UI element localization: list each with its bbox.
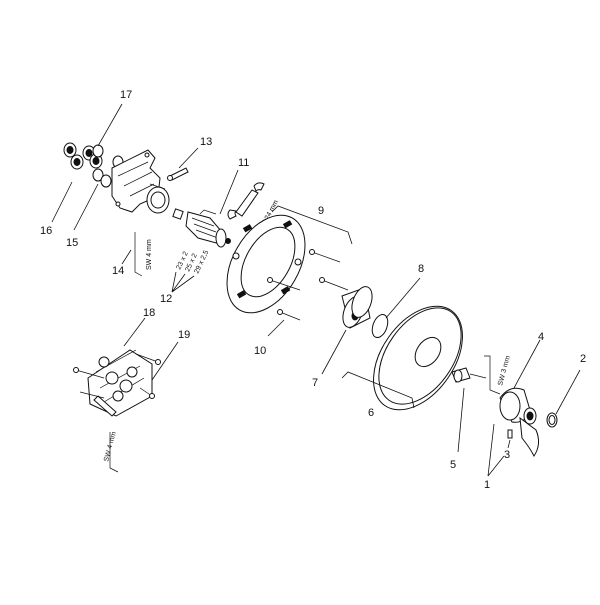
callout-10: 10	[254, 345, 266, 357]
callout-12: 12	[160, 293, 172, 305]
callout-14: 14	[112, 265, 124, 277]
callout-1: 1	[484, 479, 490, 491]
callout-18: 18	[143, 307, 155, 319]
callout-5: 5	[450, 459, 456, 471]
hex-key-14-label: SW 4 mm	[146, 239, 153, 270]
part-11-cartridge	[172, 208, 231, 248]
leader-10	[267, 319, 285, 337]
leader-18	[123, 317, 146, 347]
hex-key-sw3: SW 3 mm	[484, 355, 512, 395]
callout-9: 9	[318, 205, 324, 217]
part-6-cover-plate	[373, 305, 463, 411]
leader-3	[507, 439, 511, 449]
callout-8: 8	[418, 263, 424, 275]
callout-13: 13	[200, 136, 212, 148]
part-12-o-ring-sizes: 23 x 2 25 x 2 29 x 2,5	[171, 249, 210, 293]
leader-7	[321, 329, 347, 375]
part-2-cap	[546, 412, 558, 428]
callout-19: 19	[178, 329, 190, 341]
leader-5	[457, 387, 465, 453]
dimension-3: 29 x 2,5	[193, 249, 210, 275]
hex-key-sw3-label: SW 3 mm	[497, 355, 512, 387]
hex-key-sw4-bottom-label: SW 4 mm	[103, 431, 118, 463]
callout-7: 7	[312, 377, 318, 389]
part-9-backplate	[226, 214, 306, 314]
leader-16	[51, 181, 73, 223]
part-7-sleeve	[341, 286, 373, 329]
bracket-9	[271, 205, 353, 245]
callout-6: 6	[368, 407, 374, 419]
leader-4	[513, 339, 541, 389]
part-16-fittings	[63, 142, 103, 170]
callout-4: 4	[538, 331, 544, 343]
hex-key-sw4-bottom: SW 4 mm	[103, 431, 119, 473]
part-3-set-screw	[507, 429, 513, 439]
leader-19	[151, 341, 179, 381]
part-14-hex-key: SW 4 mm	[134, 232, 153, 277]
part-10-screws	[267, 249, 349, 321]
leader-2	[555, 369, 581, 415]
part-8-o-ring	[371, 313, 389, 339]
part-15-seal	[92, 168, 112, 188]
leader-17	[97, 103, 123, 147]
valve-body	[111, 149, 170, 214]
leader-8	[385, 277, 421, 319]
bracket-6	[341, 371, 415, 409]
leader-11	[219, 169, 239, 215]
leader-15	[73, 183, 99, 231]
part-4-lever-handle	[499, 387, 540, 457]
part-5-spindle	[451, 367, 487, 383]
leader-13	[178, 147, 199, 169]
callout-17: 17	[120, 89, 132, 101]
callout-11: 11	[238, 157, 249, 169]
callout-16: 16	[40, 225, 52, 237]
part-13-screw	[167, 167, 189, 181]
leader-14	[121, 249, 132, 265]
bracket-1	[487, 423, 505, 477]
callout-15: 15	[66, 237, 78, 249]
callout-3: 3	[504, 449, 510, 461]
callout-2: 2	[580, 353, 586, 365]
part-18-assembly	[73, 349, 161, 417]
